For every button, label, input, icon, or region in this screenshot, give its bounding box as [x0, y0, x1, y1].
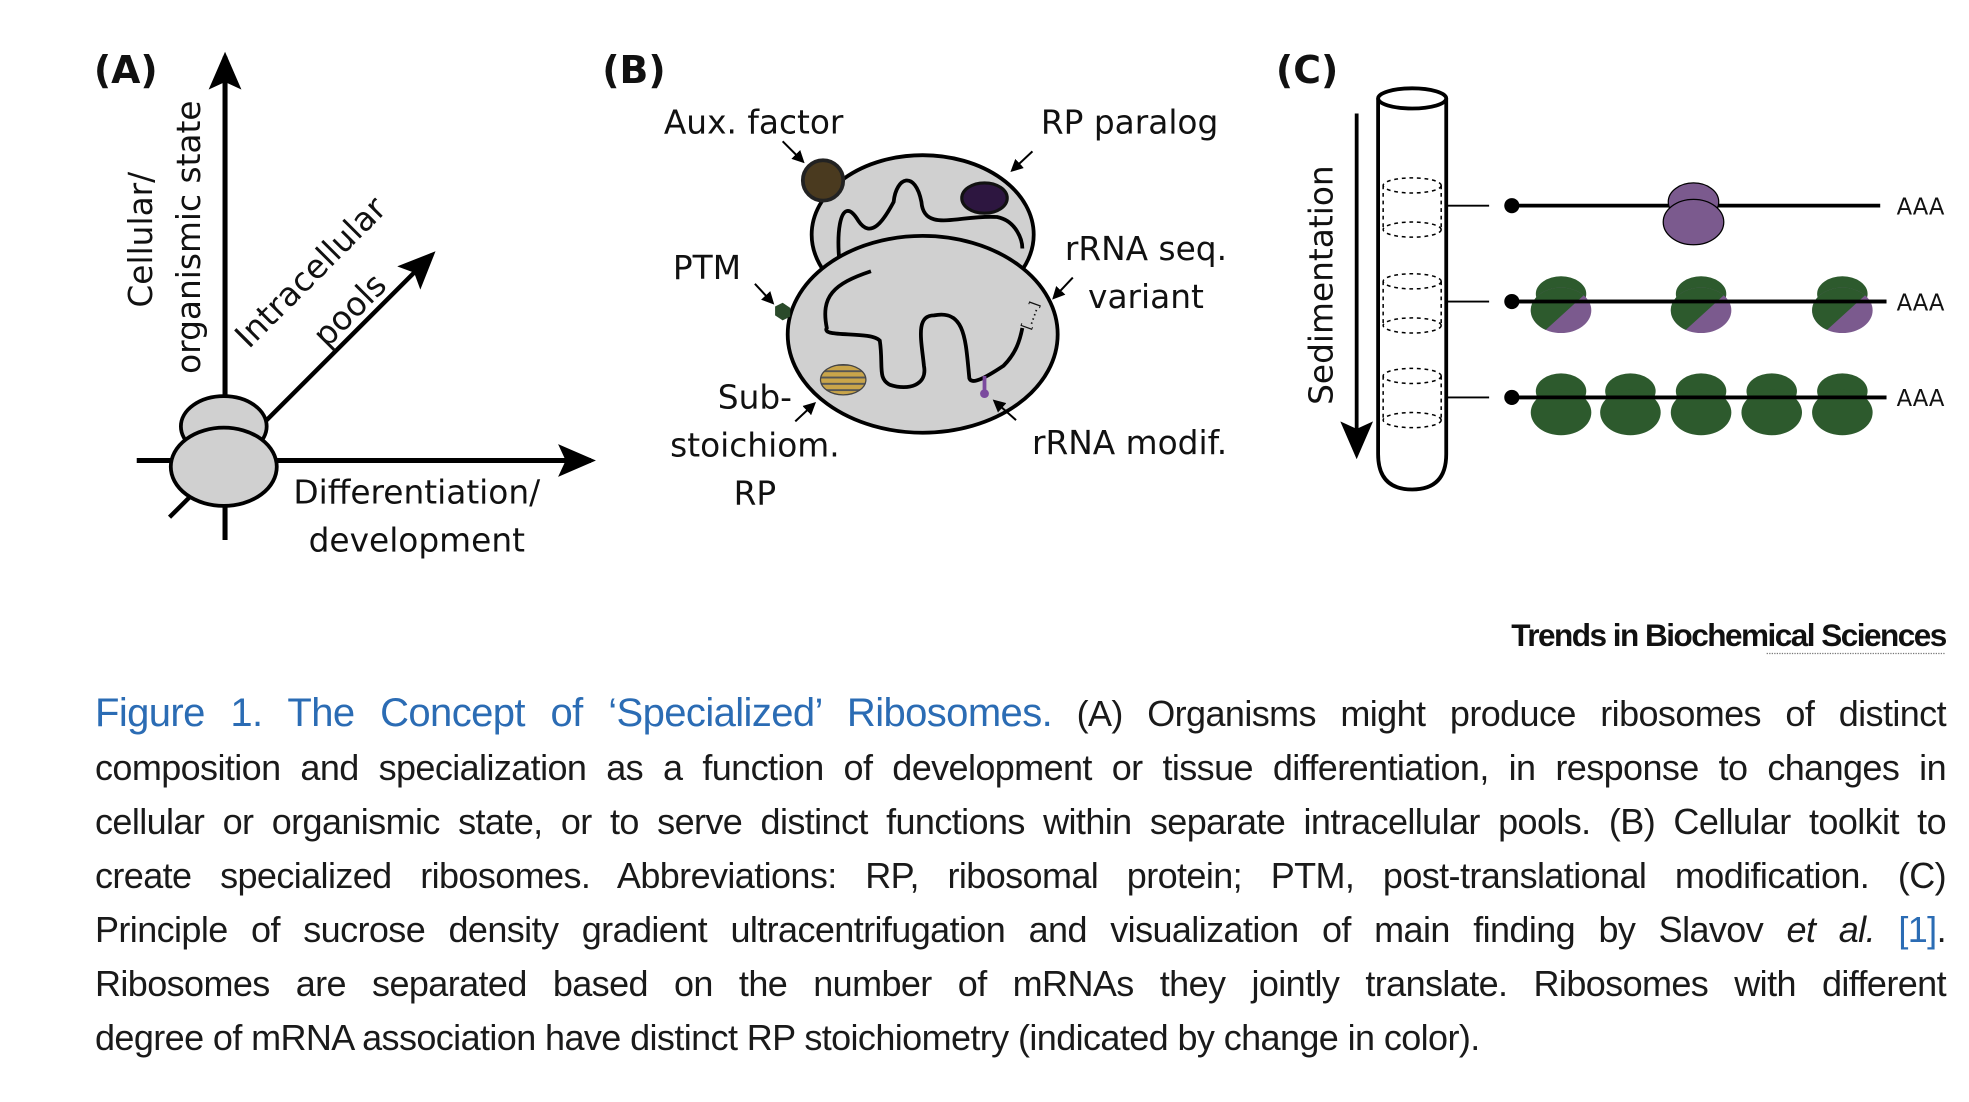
mrna-polysome-3	[1504, 276, 1887, 334]
small-subunit-rrna	[836, 178, 1025, 286]
label-rp-paralog: RP paralog	[1041, 104, 1218, 142]
panel-c: (C) Sedimentation	[1276, 48, 1945, 492]
caption-line: Figure 1. The Concept of ‘Specialized’ R…	[95, 686, 1947, 741]
rp-paralog	[960, 181, 1009, 215]
caption-text: Principle of sucrose density gradient ul…	[95, 909, 1787, 950]
arrow-paralog	[1010, 150, 1034, 173]
substoichiometric-rp	[819, 363, 867, 396]
label-rrna-modif: rRNA modif.	[1032, 424, 1227, 462]
sedimentation-label: Sedimentation	[1303, 165, 1341, 405]
caption-text: (A) Organisms might produce ribosomes of…	[1052, 693, 1947, 734]
reference-link[interactable]: [1]	[1898, 909, 1937, 950]
figure-graphic: (A) Cellular/ organismic state Intracell…	[94, 48, 1948, 655]
y-axis-label-1: Cellular/	[122, 171, 160, 308]
y-axis-label-2: organismic state	[170, 100, 208, 373]
arrow-ptm	[754, 283, 775, 305]
caption-line: Ribosomes are separated based on the num…	[95, 963, 1947, 1004]
polya-label: AAA	[1897, 386, 1945, 412]
x-axis-label-1: Differentiation/	[293, 473, 541, 511]
panel-b-label: (B)	[602, 48, 665, 92]
panel-b: (B) [....] Aux. factor RP paralog PTM rR…	[602, 48, 1227, 512]
arrow-sub	[794, 401, 817, 423]
panel-a-label: (A)	[94, 48, 158, 92]
caption-line: degree of mRNA association have distinct…	[95, 1017, 1480, 1058]
mrna-monosome	[1504, 182, 1881, 246]
label-sub-3: RP	[734, 475, 777, 513]
caption-line: cellular or organismic state, or to serv…	[95, 801, 1947, 842]
mrna-polysome-5	[1504, 373, 1887, 436]
x-axis-label-2: development	[309, 521, 525, 559]
ptm-mark	[775, 302, 791, 321]
gradient-fractions	[1382, 177, 1442, 429]
figure-caption: Figure 1. The Concept of ‘Specialized’ R…	[95, 686, 1947, 1065]
label-ptm: PTM	[673, 249, 741, 287]
centrifuge-tube	[1376, 98, 1449, 492]
label-sub-1: Sub-	[718, 379, 792, 417]
large-subunit	[168, 425, 279, 508]
label-sub-2: stoichiom.	[670, 427, 840, 465]
panel-a: (A) Cellular/ organismic state Intracell…	[94, 48, 596, 559]
polya-label: AAA	[1897, 290, 1945, 316]
arrow-aux	[781, 140, 805, 164]
aux-factor	[800, 158, 846, 203]
label-aux-factor: Aux. factor	[664, 104, 844, 142]
caption-line: create specialized ribosomes. Abbreviati…	[95, 855, 1947, 896]
caption-line: Principle of sucrose density gradient ul…	[95, 903, 1947, 957]
caption-text: .	[1936, 909, 1947, 950]
polya-label: AAA	[1897, 194, 1945, 220]
fraction-ticks	[1446, 204, 1490, 399]
panel-c-label: (C)	[1276, 48, 1338, 92]
tube-top	[1376, 86, 1449, 111]
rrna-modification-dot	[980, 389, 989, 399]
arrow-modif	[992, 399, 1017, 421]
arrow-seq	[1052, 276, 1074, 300]
caption-italic: et al.	[1786, 909, 1876, 950]
caption-line: composition and specialization as a func…	[95, 747, 1947, 788]
journal-logo: Trends in Biochemical Sciences	[1511, 617, 1947, 653]
label-rrna-seq-2: variant	[1088, 278, 1204, 316]
caption-title: Figure 1. The Concept of ‘Specialized’ R…	[95, 691, 1053, 735]
label-rrna-seq-1: rRNA seq.	[1065, 230, 1227, 268]
